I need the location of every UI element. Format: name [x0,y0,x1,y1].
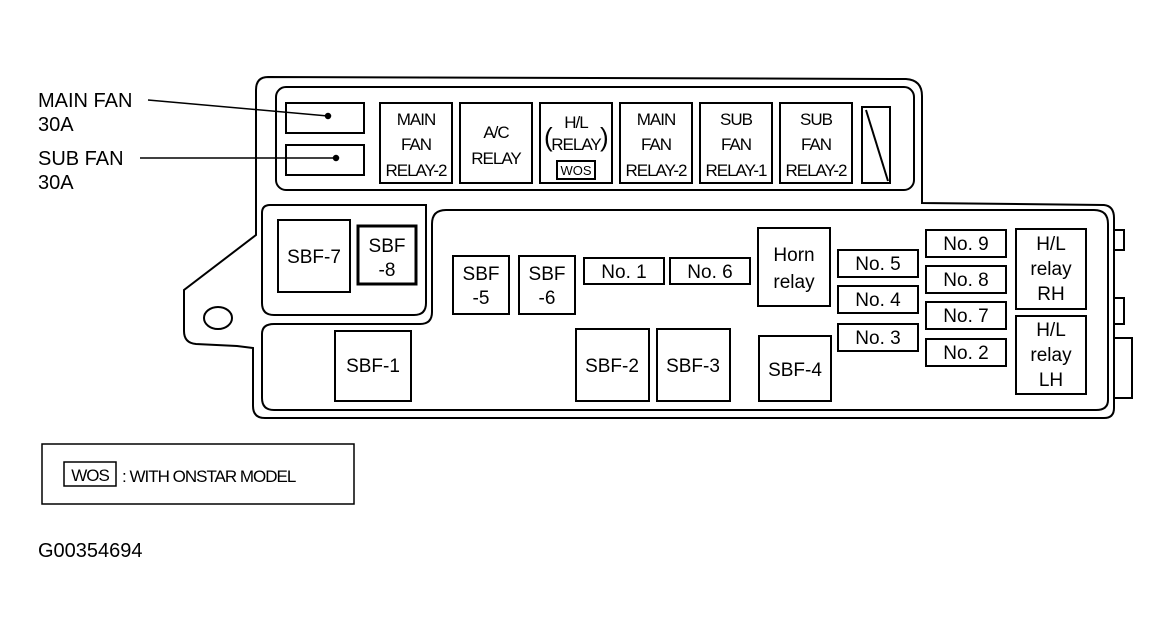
sbf-8 [356,224,418,286]
sbf-3-label: SBF-3 [666,356,720,377]
fuse-no4 [837,285,919,314]
sbf-8-label-l2: -8 [379,260,396,281]
sub-fan-relay-1-l3: RELAY-1 [705,161,767,180]
side-tab-3 [1114,337,1133,399]
sub-fan-relay-1 [699,102,773,184]
ac-relay-l2: RELAY [471,149,521,168]
fuse-no7 [925,301,1007,330]
main-fan-relay-2-right [619,102,693,184]
sub-fan-amperage: 30A [38,172,74,194]
hl-relay-lh [1015,315,1087,395]
ac-relay [459,102,533,184]
fuse-no8 [925,265,1007,294]
hl-relay-lh-l2: relay [1030,345,1072,366]
blank-slot-diagonal [865,109,889,182]
sbf-1-label: SBF-1 [346,356,400,377]
ac-relay-l1: A/C [483,123,509,142]
sub-fan-relay-2-l2: FAN [801,135,831,154]
fuse-no6-label: No. 6 [687,262,732,283]
sub-fan-leader-dot [332,154,340,162]
sbf-2 [575,328,650,402]
wos-tag-box [556,160,596,180]
sbf-4-label: SBF-4 [768,360,822,381]
sbf-5-label-l2: -5 [473,288,490,309]
fuse-no9-label: No. 9 [943,234,988,255]
hl-relay-l2: RELAY [551,135,601,154]
mounting-hole [203,306,233,330]
main-fan-relay-2-right-l2: FAN [641,135,671,154]
fuse-no9 [925,229,1007,258]
fuse-no5 [837,249,919,278]
side-tab-2 [1114,297,1125,325]
legend-text: : WITH ONSTAR MODEL [122,467,296,486]
main-fan-relay-2-left-l2: FAN [401,135,431,154]
sbf-1 [334,330,412,402]
main-fan-amperage: 30A [38,114,74,136]
horn-relay-l2: relay [773,272,815,293]
main-inner-tray [261,209,1109,411]
left-sbf-tray [261,204,427,316]
legend-wos-tag: WOS [71,466,109,485]
sub-fan-label: SUB FAN [38,148,124,170]
main-fan-relay-2-left-l3: RELAY-2 [385,161,447,180]
side-tab-1 [1114,229,1125,251]
hl-relay-paren-open: ( [544,122,553,152]
sbf-7-label: SBF-7 [287,247,341,268]
main-fan-relay-2-left [379,102,453,184]
fuse-no2-label: No. 2 [943,343,988,364]
sbf-2-label: SBF-2 [585,356,639,377]
sbf-8-label-l1: SBF [369,236,406,257]
sbf-3 [656,328,731,402]
blank-slot [861,106,891,184]
sbf-6 [518,255,576,315]
sub-fan-relay-2-l3: RELAY-2 [785,161,847,180]
hl-relay-rh [1015,228,1087,310]
fuse-no1-label: No. 1 [601,262,646,283]
hl-relay-lh-l3: LH [1039,370,1063,391]
legend-box [41,443,355,505]
hl-relay-rh-l1: H/L [1036,234,1066,255]
hl-relay-rh-l3: RH [1037,284,1064,305]
sub-fan-fuse [285,144,365,176]
main-fan-leader-dot [324,112,332,120]
horn-relay [757,227,831,307]
hl-relay-rh-l2: relay [1030,259,1072,280]
hl-relay-lh-l1: H/L [1036,320,1066,341]
hl-relay-paren-close: ) [600,122,609,152]
sbf-5 [452,255,510,315]
sub-fan-relay-1-l1: SUB [720,110,753,129]
hl-relay-l1: H/L [564,113,588,132]
wos-tag: WOS [560,163,591,178]
fuse-no1 [583,257,665,285]
fuse-no2 [925,338,1007,367]
fuse-no8-label: No. 8 [943,270,988,291]
hl-relay [539,102,613,184]
main-fan-label: MAIN FAN [38,90,132,112]
main-fan-relay-2-right-l3: RELAY-2 [625,161,687,180]
fuse-no5-label: No. 5 [855,254,900,275]
sbf-6-label-l2: -6 [539,288,556,309]
fuse-box-housing [183,75,1115,419]
figure-id: G00354694 [38,540,143,562]
horn-relay-l1: Horn [773,245,814,266]
sub-fan-relay-2-l1: SUB [800,110,833,129]
fuse-no4-label: No. 4 [855,290,901,311]
fuse-no3-label: No. 3 [855,328,900,349]
fuse-no6 [669,257,751,285]
sub-fan-relay-1-l2: FAN [721,135,751,154]
sbf-6-label-l1: SBF [529,264,566,285]
fuse-no7-label: No. 7 [943,306,988,327]
main-fan-relay-2-left-l1: MAIN [397,110,436,129]
main-fan-relay-2-right-l1: MAIN [637,110,676,129]
upper-relay-tray [275,86,915,191]
sub-fan-relay-2 [779,102,853,184]
fuse-no3 [837,323,919,352]
sbf-4 [758,335,832,402]
main-fan-fuse [285,102,365,134]
main-fan-leader [147,99,329,117]
sbf-7 [277,219,351,293]
sbf-5-label-l1: SBF [463,264,500,285]
legend-wos-tag-box [63,461,117,487]
